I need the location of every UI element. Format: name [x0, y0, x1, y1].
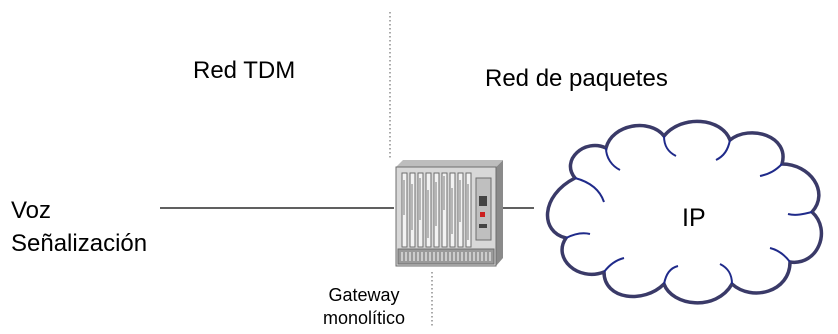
tdm-network-label: Red TDM: [193, 57, 296, 84]
packet-network-label: Red de paquetes: [485, 65, 668, 92]
gateway-label: Gateway monolítico: [318, 284, 410, 330]
voice-label: Voz: [11, 197, 52, 224]
signaling-label: Señalización: [11, 230, 148, 257]
cloud-icon: [545, 119, 824, 305]
ip-cloud-label: IP: [682, 204, 706, 232]
gateway-rack-icon: [395, 160, 503, 267]
gateway-label-line1: Gateway: [328, 285, 400, 305]
gateway-label-line2: monolítico: [322, 308, 406, 328]
